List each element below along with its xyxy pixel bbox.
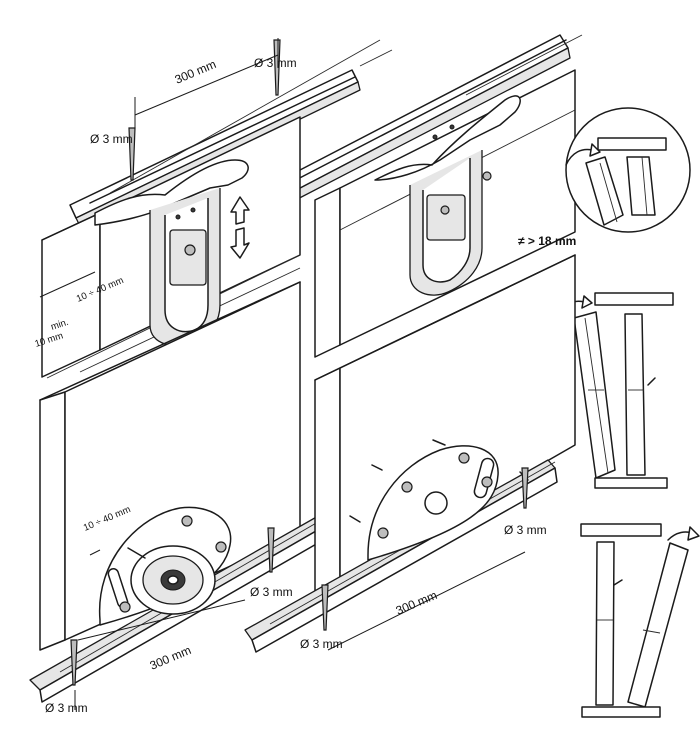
detail-circle: [565, 107, 691, 233]
thickness-label: ≠ > 18 mm: [518, 234, 576, 248]
top-hanger-left: [94, 159, 249, 373]
dim-top-spacing-label: 300 mm: [173, 57, 218, 87]
screw-icon: [70, 39, 529, 686]
scheme-middle: [559, 292, 674, 489]
dimension-lines: [39, 38, 526, 710]
hole-top-label: Ø 3 mm: [90, 132, 133, 146]
scheme-bottom: [580, 523, 700, 718]
bottom-guide-right: [349, 439, 529, 561]
hole-bottom-center-label: Ø 3 mm: [300, 637, 343, 651]
dim-bottom-right-label: 300 mm: [394, 588, 439, 618]
dim-bottom-left-label: 300 mm: [148, 643, 193, 673]
top-track-right: [274, 34, 583, 206]
min-label: min.: [50, 317, 70, 333]
adjust-arrows-icon: [230, 196, 250, 259]
top-hanger-right: [374, 95, 521, 296]
hole-top-right-label: Ø 3 mm: [254, 56, 297, 70]
hole-bottom-mid-label: Ø 3 mm: [250, 585, 293, 599]
hole-bottom-right-label: Ø 3 mm: [504, 523, 547, 537]
hole-bottom-left-label: Ø 3 mm: [45, 701, 88, 715]
bottom-guide-left: [98, 506, 232, 626]
